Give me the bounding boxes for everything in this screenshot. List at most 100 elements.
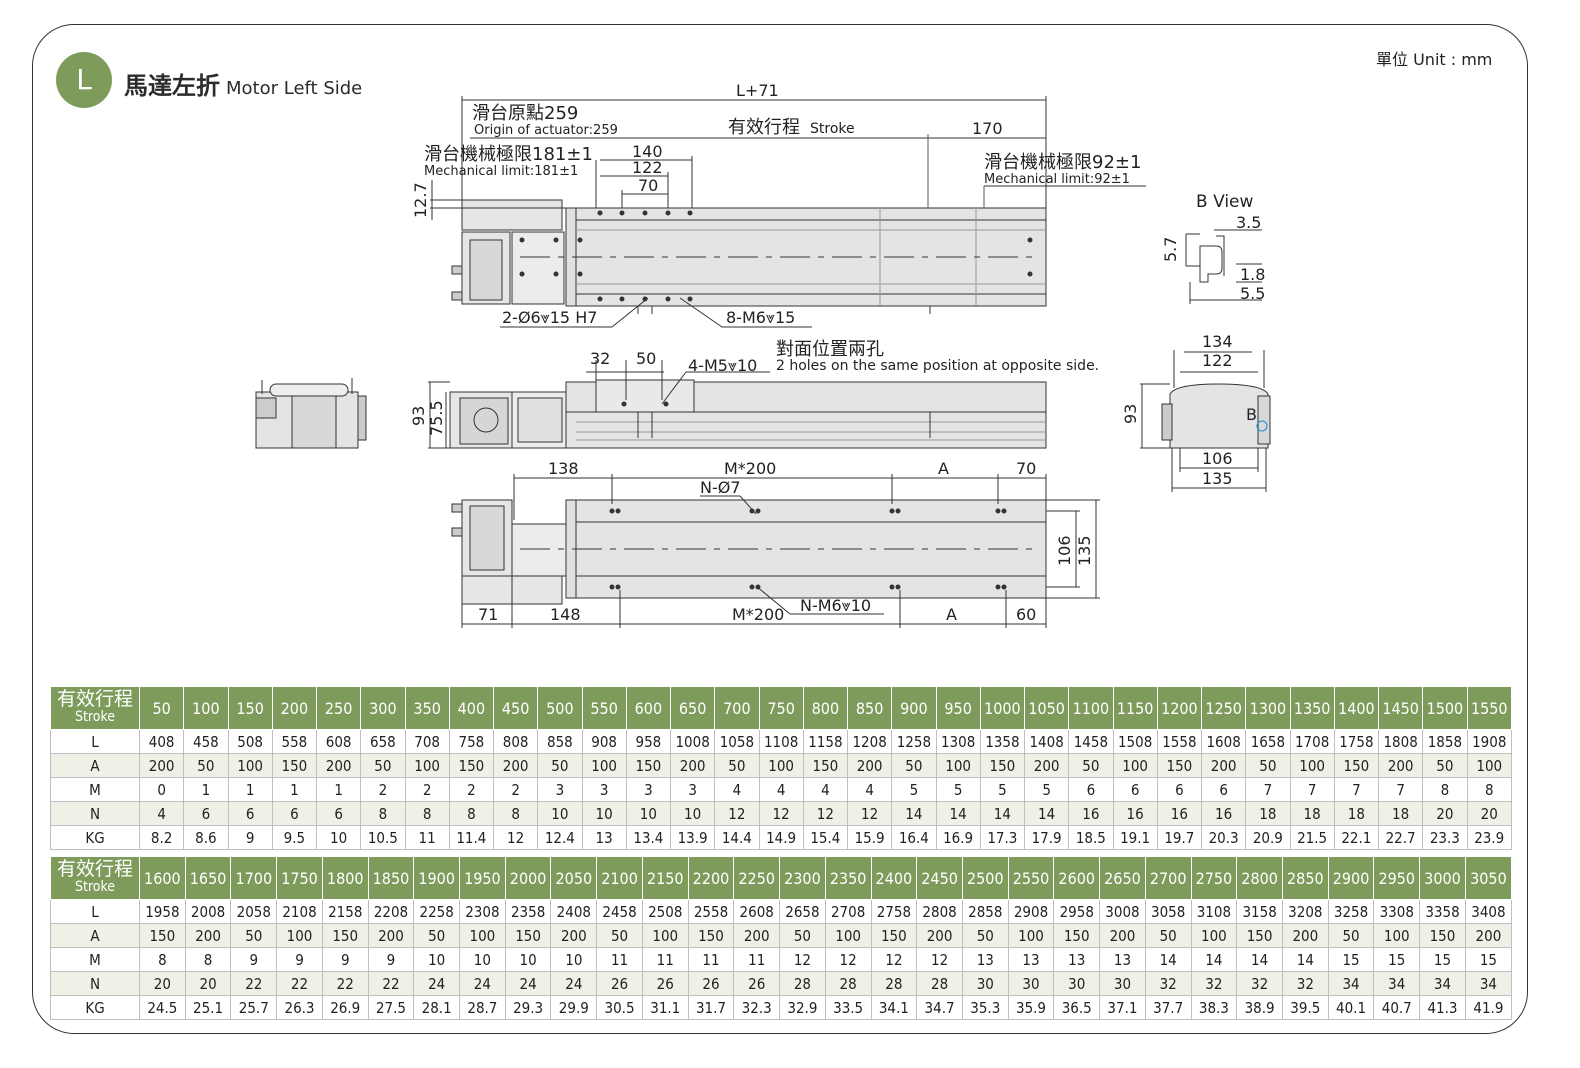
table-cell: 12.4 xyxy=(537,825,583,850)
table-cell: 100 xyxy=(935,753,981,778)
table-cell: 27.5 xyxy=(367,995,415,1020)
table-cell: 4 xyxy=(846,777,893,802)
table-cell: 15 xyxy=(1419,947,1466,972)
table-cell: 3108 xyxy=(1190,899,1238,924)
bottom-dim-135: 135 xyxy=(1075,535,1094,566)
title-cn: 馬達左折 xyxy=(124,72,220,100)
table-cell: 18 xyxy=(1289,801,1335,826)
bottom-n07: N-Ø7 xyxy=(700,478,741,497)
table-cell: 30 xyxy=(1053,971,1101,996)
table-cell: 4 xyxy=(758,777,804,802)
table-cell: 22.7 xyxy=(1377,825,1424,850)
table-cell: 5 xyxy=(1023,777,1070,802)
table-cell: 14 xyxy=(1281,947,1329,972)
stroke-value: 950 xyxy=(935,686,981,730)
table-cell: 30.5 xyxy=(596,995,643,1020)
table-cell: 2158 xyxy=(321,899,369,924)
table-cell: 28.1 xyxy=(413,995,461,1020)
table-cell: 23.3 xyxy=(1422,825,1468,850)
table-cell: 200 xyxy=(550,923,598,948)
table-cell: 150 xyxy=(1419,923,1466,948)
table-cell: 150 xyxy=(271,753,318,778)
technical-drawing: L+71 滑台原點259 Origin of actuator:259 有效行程… xyxy=(255,81,1271,628)
table-cell: 12 xyxy=(870,947,918,972)
table-cell: 22 xyxy=(321,971,369,996)
stroke-value: 900 xyxy=(891,686,937,730)
stroke-value: 2900 xyxy=(1327,856,1375,900)
dim-170: 170 xyxy=(972,119,1003,138)
table-cell: 33.5 xyxy=(824,995,872,1020)
table-cell: 150 xyxy=(1333,753,1380,778)
table-cell: 26 xyxy=(596,971,643,996)
table-cell: 14 xyxy=(1190,947,1238,972)
table-cell: 1658 xyxy=(1245,729,1291,754)
bottom-a-bottom: A xyxy=(946,605,957,624)
end-dim-93: 93 xyxy=(1121,404,1140,424)
table-cell: 7 xyxy=(1377,777,1424,802)
table-cell: 100 xyxy=(404,753,450,778)
table-cell: 2 xyxy=(404,777,450,802)
stroke-value: 1450 xyxy=(1377,686,1424,730)
table-cell: 50 xyxy=(961,923,1009,948)
table-cell: 2 xyxy=(492,777,539,802)
stroke-value: 1750 xyxy=(276,856,323,900)
opposite-label-en: 2 holes on the same position at opposite… xyxy=(776,358,1099,374)
table-cell: 17.3 xyxy=(979,825,1026,850)
table-cell: 16.4 xyxy=(891,825,937,850)
table-cell: 28.7 xyxy=(459,995,506,1020)
table-cell: 50 xyxy=(714,753,760,778)
table-cell: 100 xyxy=(1112,753,1158,778)
table-cell: 408 xyxy=(138,729,185,754)
table-cell: 14 xyxy=(1236,947,1283,972)
table-cell: 150 xyxy=(802,753,849,778)
table-cell: 200 xyxy=(184,923,232,948)
table-cell: 19.7 xyxy=(1156,825,1203,850)
stroke-value: 1100 xyxy=(1068,686,1114,730)
mech-left-en: Mechanical limit:181±1 xyxy=(424,164,578,179)
table-cell: 4 xyxy=(138,801,185,826)
table-cell: 9 xyxy=(367,947,415,972)
section-badge: L xyxy=(56,52,112,108)
table-cell: 4 xyxy=(714,777,760,802)
table-cell: 29.3 xyxy=(504,995,552,1020)
stroke-value: 1400 xyxy=(1333,686,1380,730)
table-cell: 150 xyxy=(1236,923,1283,948)
table-cell: 20 xyxy=(139,971,186,996)
table-cell: 15.9 xyxy=(846,825,893,850)
stroke-value: 1550 xyxy=(1466,686,1512,730)
table-cell: 11 xyxy=(596,947,643,972)
title-en: Motor Left Side xyxy=(226,78,363,99)
stroke-value: 2550 xyxy=(1007,856,1055,900)
table-cell: 8.6 xyxy=(183,825,229,850)
table-cell: 200 xyxy=(846,753,893,778)
row-label: M xyxy=(50,947,140,972)
table-cell: 3 xyxy=(625,777,672,802)
stroke-value: 850 xyxy=(846,686,893,730)
table-cell: 12 xyxy=(492,825,539,850)
table-cell: 13.9 xyxy=(669,825,716,850)
mech-right-cn: 滑台機械極限92±1 xyxy=(984,152,1141,173)
table-cell: 36.5 xyxy=(1053,995,1101,1020)
table-cell: 150 xyxy=(1156,753,1203,778)
table-cell: 31.1 xyxy=(641,995,689,1020)
table-cell: 100 xyxy=(1289,753,1335,778)
table-cell: 100 xyxy=(824,923,872,948)
stroke-value: 400 xyxy=(448,686,495,730)
dim-50: 50 xyxy=(636,349,656,368)
table-cell: 100 xyxy=(1190,923,1238,948)
table-cell: 40.7 xyxy=(1373,995,1421,1020)
table-cell: 50 xyxy=(183,753,229,778)
table-cell: 20.9 xyxy=(1245,825,1291,850)
table-cell: 25.7 xyxy=(230,995,278,1020)
b-dim-1-8: 1.8 xyxy=(1240,265,1265,284)
table-cell: 32.3 xyxy=(733,995,781,1020)
table-cell: 38.9 xyxy=(1236,995,1283,1020)
stroke-value: 1900 xyxy=(413,856,461,900)
stroke-header-en: Stroke xyxy=(74,879,116,895)
table-cell: 1 xyxy=(227,777,273,802)
end-view xyxy=(1140,350,1271,492)
stroke-value: 700 xyxy=(714,686,760,730)
